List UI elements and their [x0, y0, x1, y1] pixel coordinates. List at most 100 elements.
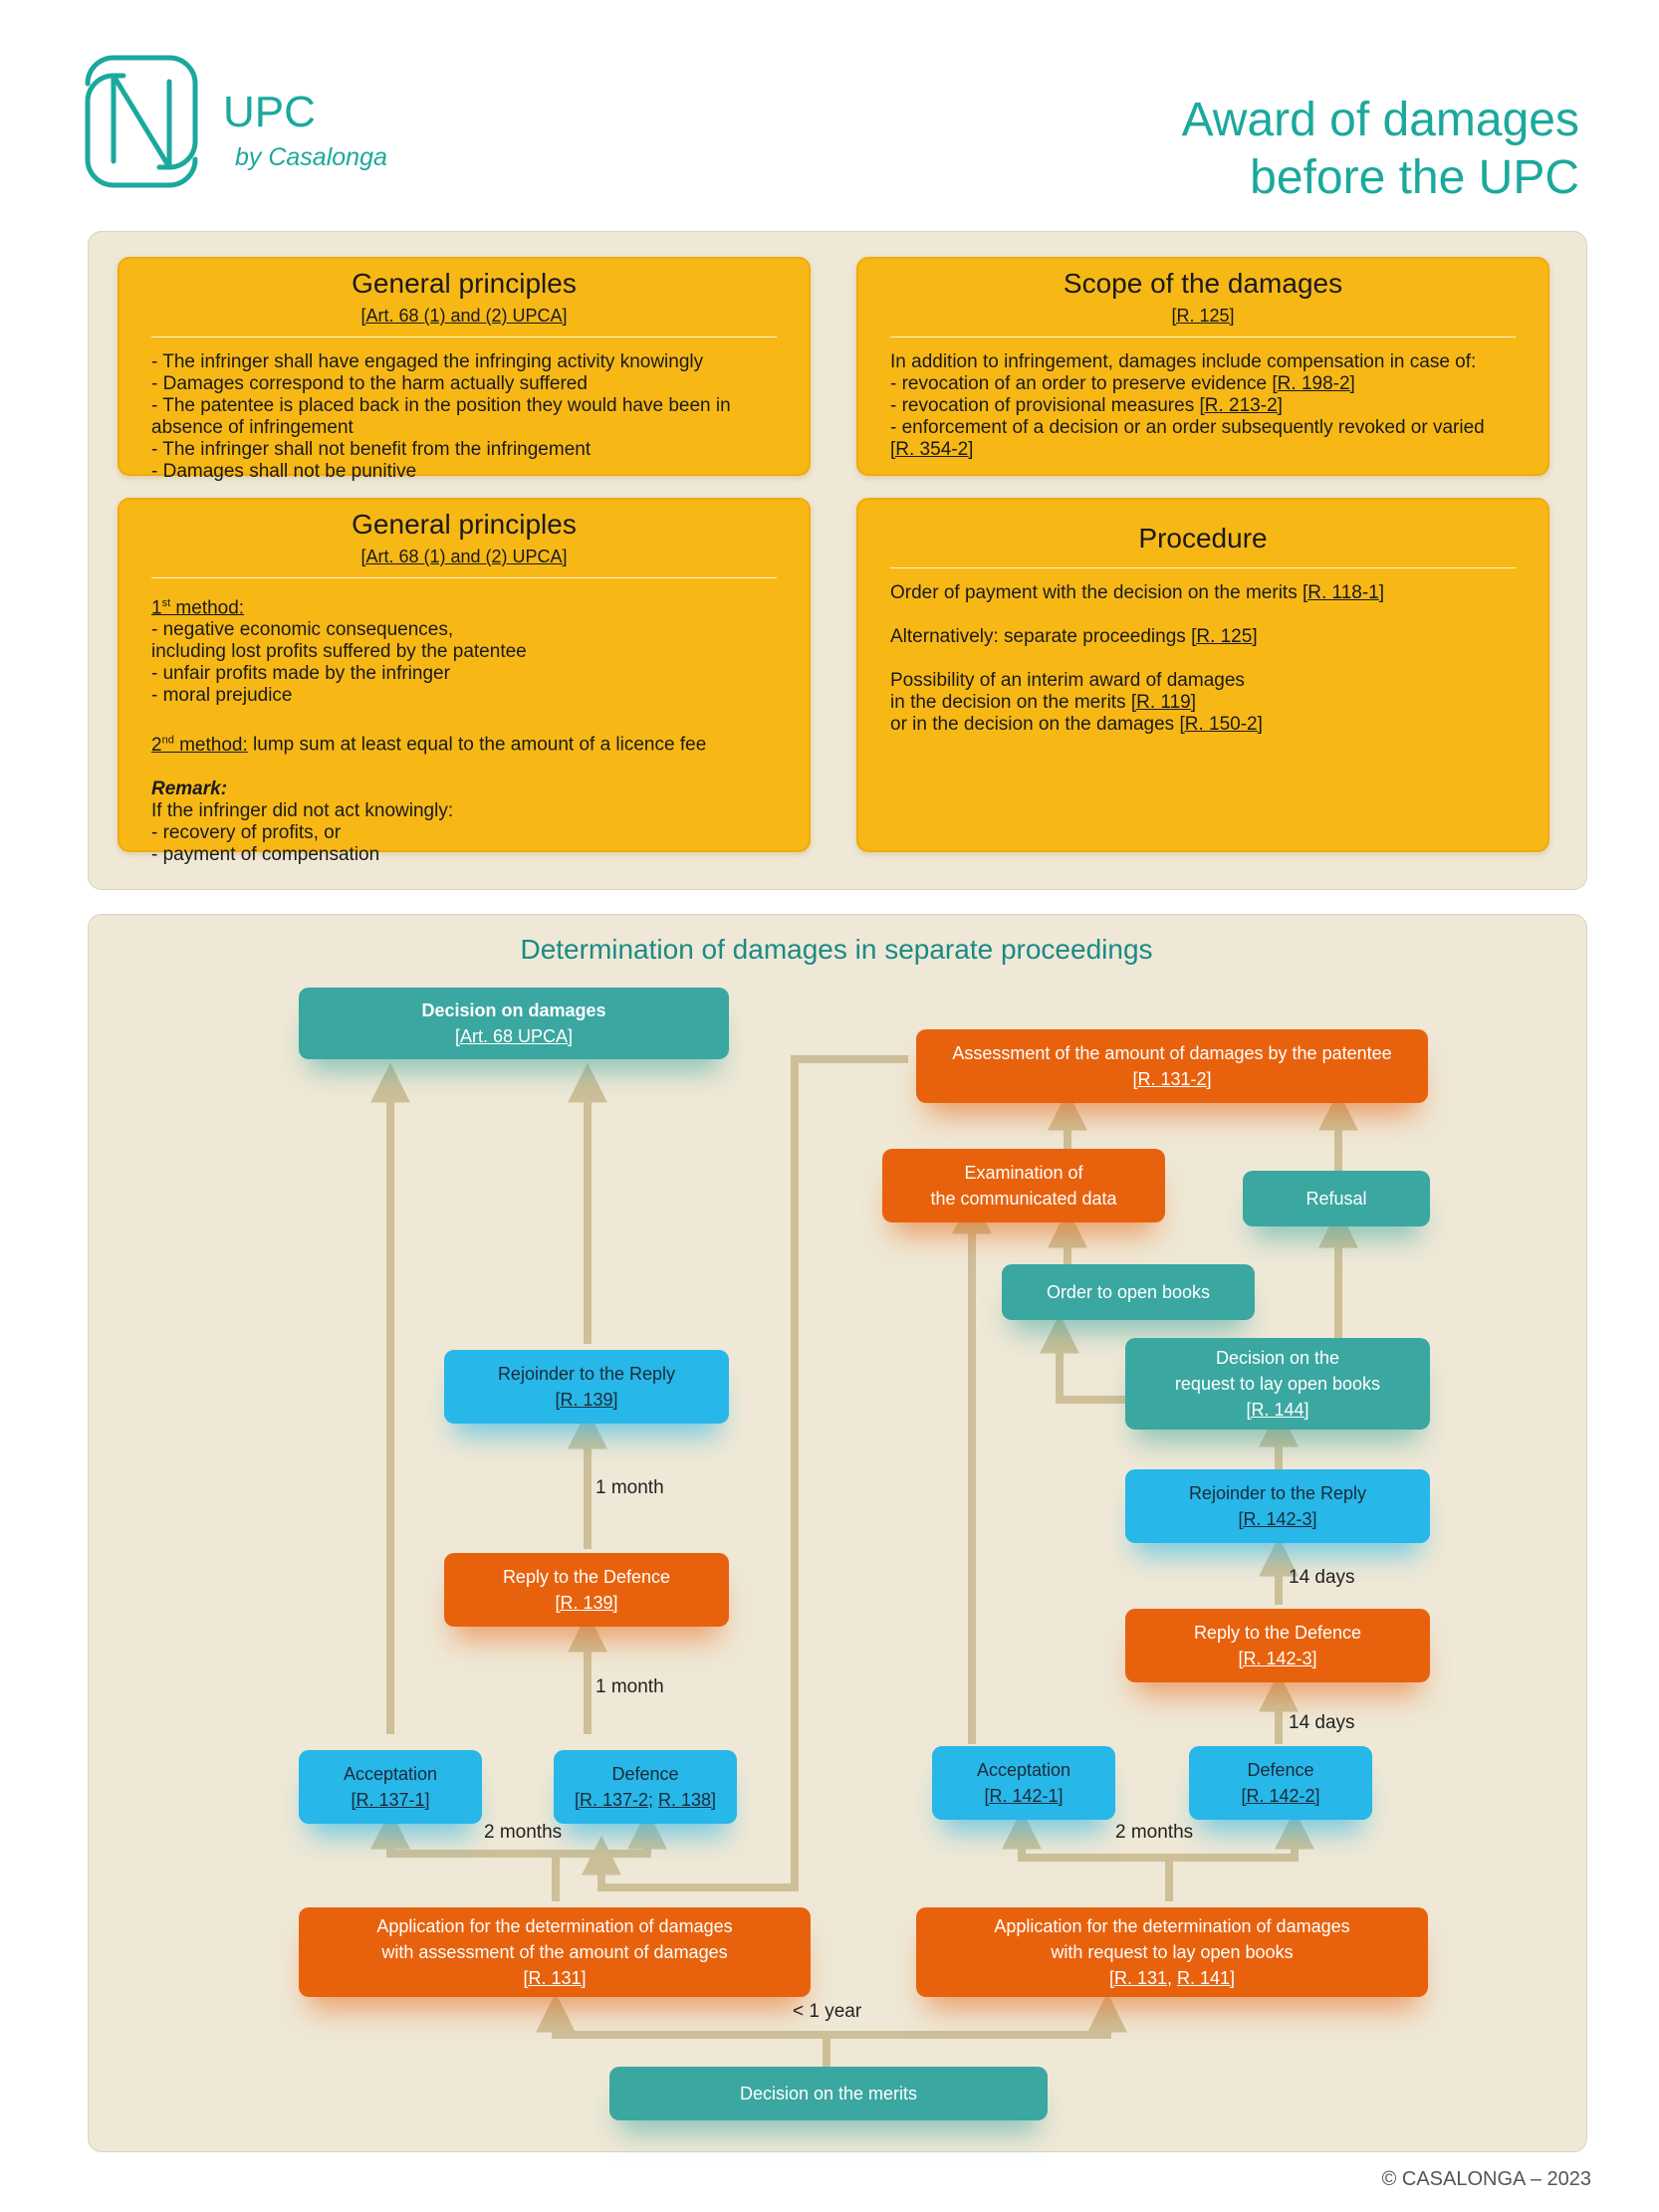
time-label: 2 months	[484, 1822, 563, 1843]
reference-link[interactable]: [R. 131	[1108, 1968, 1167, 1988]
time-label: 2 months	[1115, 1822, 1194, 1843]
box-label: Acceptation	[976, 1760, 1071, 1780]
arrow-assessment-to-defence	[582, 1055, 908, 1891]
card-line: - Damages correspond to the harm actuall…	[151, 373, 588, 394]
box-label: Acceptation	[343, 1764, 438, 1784]
card-line: - payment of compensation	[151, 843, 380, 865]
decision-on-the-merits-box[interactable]: Decision on the merits	[609, 2067, 1048, 2120]
card-reference-link[interactable]: [Art. 68 (1) and (2) UPCA]	[360, 547, 568, 566]
time-label: 1 month	[595, 1676, 664, 1697]
card-line: [R. 354-2]	[890, 439, 1516, 461]
acceptance-right-box[interactable]: Acceptation [R. 142-1]	[932, 1746, 1115, 1820]
reference-link[interactable]: [Art. 68 UPCA]	[454, 1026, 574, 1046]
reference-link[interactable]: [R. 354-2]	[890, 439, 974, 460]
arrow-app-right-split	[1002, 1809, 1173, 1901]
reference-link[interactable]: [R. 198-2]	[1272, 373, 1355, 394]
reference-link[interactable]: [R. 125]	[1191, 626, 1258, 647]
arrow-merits-split	[536, 1992, 830, 2067]
decision-on-damages-box[interactable]: Decision on damages [Art. 68 UPCA]	[299, 988, 729, 1059]
ordinal-suffix: st	[161, 597, 171, 609]
reference-link[interactable]: [R. 118-1]	[1302, 582, 1385, 603]
card-line: In addition to infringement, damages inc…	[890, 351, 1477, 372]
card-reference-link[interactable]: [Art. 68 (1) and (2) UPCA]	[360, 306, 568, 326]
box-label: request to lay open books	[1174, 1374, 1381, 1394]
card-line: in the decision on the merits [R. 119]	[890, 692, 1516, 714]
reference-link[interactable]: [R. 142-3]	[1238, 1509, 1317, 1529]
order-to-open-books-box[interactable]: Order to open books	[1002, 1264, 1255, 1320]
page-title-line-2: before the UPC	[1250, 151, 1579, 204]
reply-left-box[interactable]: Reply to the Defence [R. 139]	[444, 1553, 729, 1627]
box-label: Reply to the Defence	[502, 1567, 671, 1587]
box-label: Refusal	[1305, 1189, 1367, 1209]
defence-right-box[interactable]: Defence [R. 142-2]	[1189, 1746, 1372, 1820]
assessment-box[interactable]: Assessment of the amount of damages by t…	[916, 1029, 1428, 1103]
reference-link[interactable]: [R. 144]	[1246, 1400, 1309, 1420]
reference-link[interactable]: [R. 119]	[1130, 692, 1196, 713]
arrow-decision-request-to-order	[1040, 1313, 1125, 1404]
box-label: Decision on damages	[421, 1000, 606, 1020]
reference-link[interactable]: [R. 131]	[523, 1968, 587, 1988]
card-line: - unfair profits made by the infringer	[151, 663, 450, 685]
card-title: General principles	[352, 509, 577, 540]
box-label: Rejoinder to the Reply	[1188, 1483, 1367, 1503]
reference-links: [R. 131, R. 141]	[1109, 1965, 1235, 1991]
acceptance-left-box[interactable]: Acceptation [R. 137-1]	[299, 1750, 482, 1824]
application-left-box[interactable]: Application for the determination of dam…	[299, 1907, 811, 1997]
divider	[890, 567, 1516, 568]
divider	[151, 336, 777, 337]
line-text: Order of payment with the decision on th…	[890, 582, 1303, 603]
arrow-app-left-split	[370, 1809, 560, 1901]
procedure-card: Procedure Order of payment with the deci…	[856, 498, 1549, 852]
copyright-footer: © CASALONGA – 2023	[1381, 2168, 1591, 2190]
application-right-box[interactable]: Application for the determination of dam…	[916, 1907, 1428, 1997]
reference-link[interactable]: [R. 213-2]	[1199, 395, 1283, 416]
line-text: Alternatively: separate proceedings	[890, 626, 1192, 647]
rejoinder-right-box[interactable]: Rejoinder to the Reply [R. 142-3]	[1125, 1469, 1430, 1543]
method-text: lump sum at least equal to the amount of…	[247, 734, 707, 756]
rejoinder-left-box[interactable]: Rejoinder to the Reply [R. 139]	[444, 1350, 729, 1424]
line-text: or in the decision on the damages	[890, 714, 1180, 735]
reference-link[interactable]: [R. 142-3]	[1238, 1649, 1317, 1668]
casalonga-logo	[85, 55, 198, 188]
arrow-app-right-to-defence	[1169, 1809, 1314, 1862]
separator: ;	[647, 1790, 658, 1810]
reference-link[interactable]: R. 141]	[1177, 1968, 1236, 1988]
scope-of-damages-card: Scope of the damages [R. 125] In additio…	[856, 257, 1549, 476]
reference-link[interactable]: [R. 137-1]	[351, 1790, 430, 1810]
reference-link[interactable]: [R. 142-2]	[1241, 1786, 1320, 1806]
time-label: < 1 year	[793, 2001, 862, 2022]
reference-link[interactable]: [R. 150-2]	[1179, 714, 1263, 735]
box-label: Decision on the merits	[739, 2084, 918, 2103]
reference-link[interactable]: [R. 139]	[555, 1390, 618, 1410]
card-line: or in the decision on the damages [R. 15…	[890, 714, 1516, 736]
reference-link[interactable]: R. 138]	[658, 1790, 717, 1810]
card-line: If the infringer did not act knowingly:	[151, 799, 454, 821]
reference-link[interactable]: [R. 142-1]	[984, 1786, 1064, 1806]
line-text: - revocation of an order to preserve evi…	[890, 373, 1273, 394]
divider	[151, 577, 777, 578]
method-number: 1	[151, 597, 162, 619]
separator: ,	[1166, 1968, 1177, 1988]
general-principles-card: General principles [Art. 68 (1) and (2) …	[118, 257, 811, 482]
box-label: the communicated data	[930, 1189, 1117, 1209]
card-title: General principles	[352, 268, 577, 299]
reference-link[interactable]: [R. 137-2	[574, 1790, 648, 1810]
divider	[890, 336, 1516, 337]
reply-right-box[interactable]: Reply to the Defence [R. 142-3]	[1125, 1609, 1430, 1682]
reference-link[interactable]: [R. 131-2]	[1132, 1069, 1212, 1089]
reference-link[interactable]: [R. 139]	[555, 1593, 618, 1613]
line-text: in the decision on the merits	[890, 692, 1131, 713]
examination-box[interactable]: Examination of the communicated data	[882, 1149, 1165, 1222]
box-label: Rejoinder to the Reply	[497, 1364, 676, 1384]
card-line: - The infringer shall have engaged the i…	[151, 351, 704, 372]
time-label: 14 days	[1289, 1712, 1355, 1733]
box-label: Application for the determination of dam…	[376, 1916, 733, 1936]
card-line: - The patentee is placed back in the pos…	[151, 395, 731, 416]
arrow-merits-to-app-right	[827, 1992, 1127, 2039]
card-line: - negative economic consequences,	[151, 619, 454, 641]
refusal-box[interactable]: Refusal	[1243, 1171, 1430, 1226]
card-reference-link[interactable]: [R. 125]	[1171, 306, 1235, 326]
box-label: Defence	[611, 1764, 679, 1784]
defence-left-box[interactable]: Defence [R. 137-2; R. 138]	[554, 1750, 737, 1824]
decision-on-request-box[interactable]: Decision on the request to lay open book…	[1125, 1338, 1430, 1430]
